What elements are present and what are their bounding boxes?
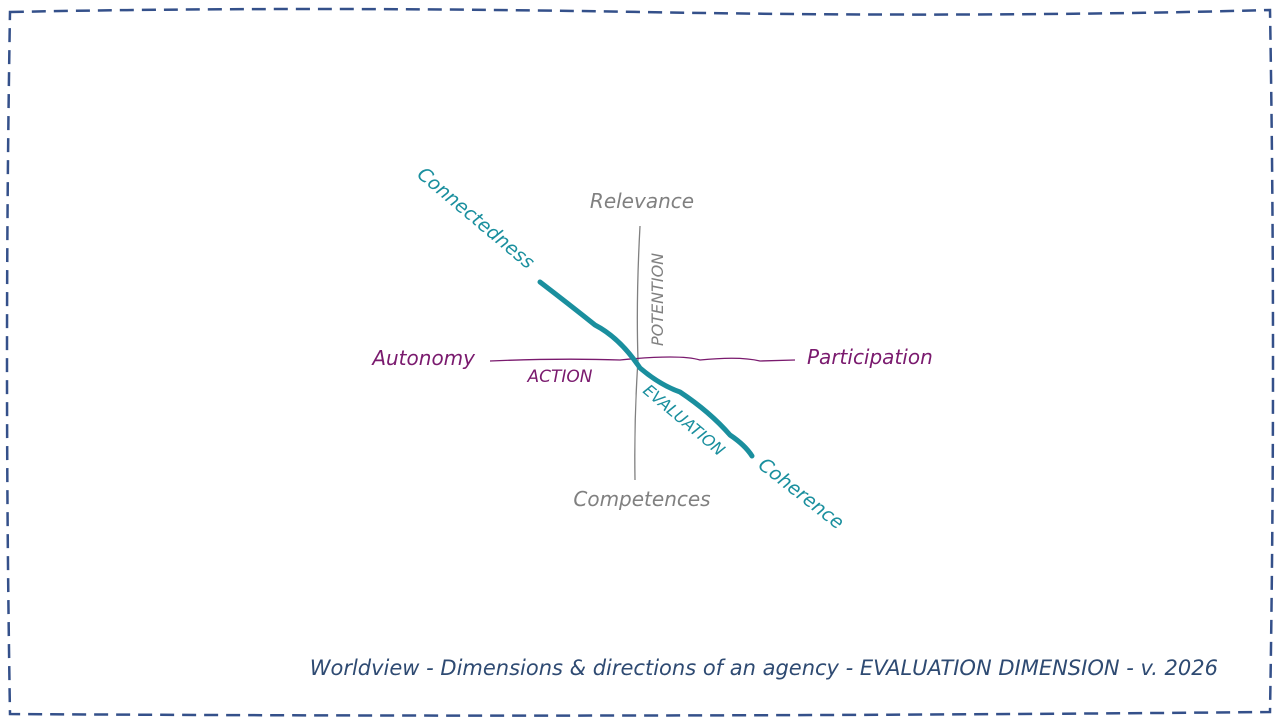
competences-label: Competences	[573, 487, 710, 511]
action-axis-line	[489, 356, 796, 362]
autonomy-label: Autonomy	[370, 346, 476, 370]
participation-label: Participation	[807, 345, 933, 369]
evaluation-axis-line	[537, 279, 755, 459]
action-label: ACTION	[527, 367, 593, 387]
potention-label: POTENTION	[648, 253, 667, 346]
connectedness-label: Connectedness	[413, 163, 539, 274]
potention-axis-line	[634, 225, 641, 481]
relevance-label: Relevance	[590, 189, 694, 213]
sketch-border	[5, 7, 1275, 717]
coherence-label: Coherence	[754, 454, 848, 534]
footer-caption: Worldview - Dimensions & directions of a…	[310, 656, 1218, 680]
